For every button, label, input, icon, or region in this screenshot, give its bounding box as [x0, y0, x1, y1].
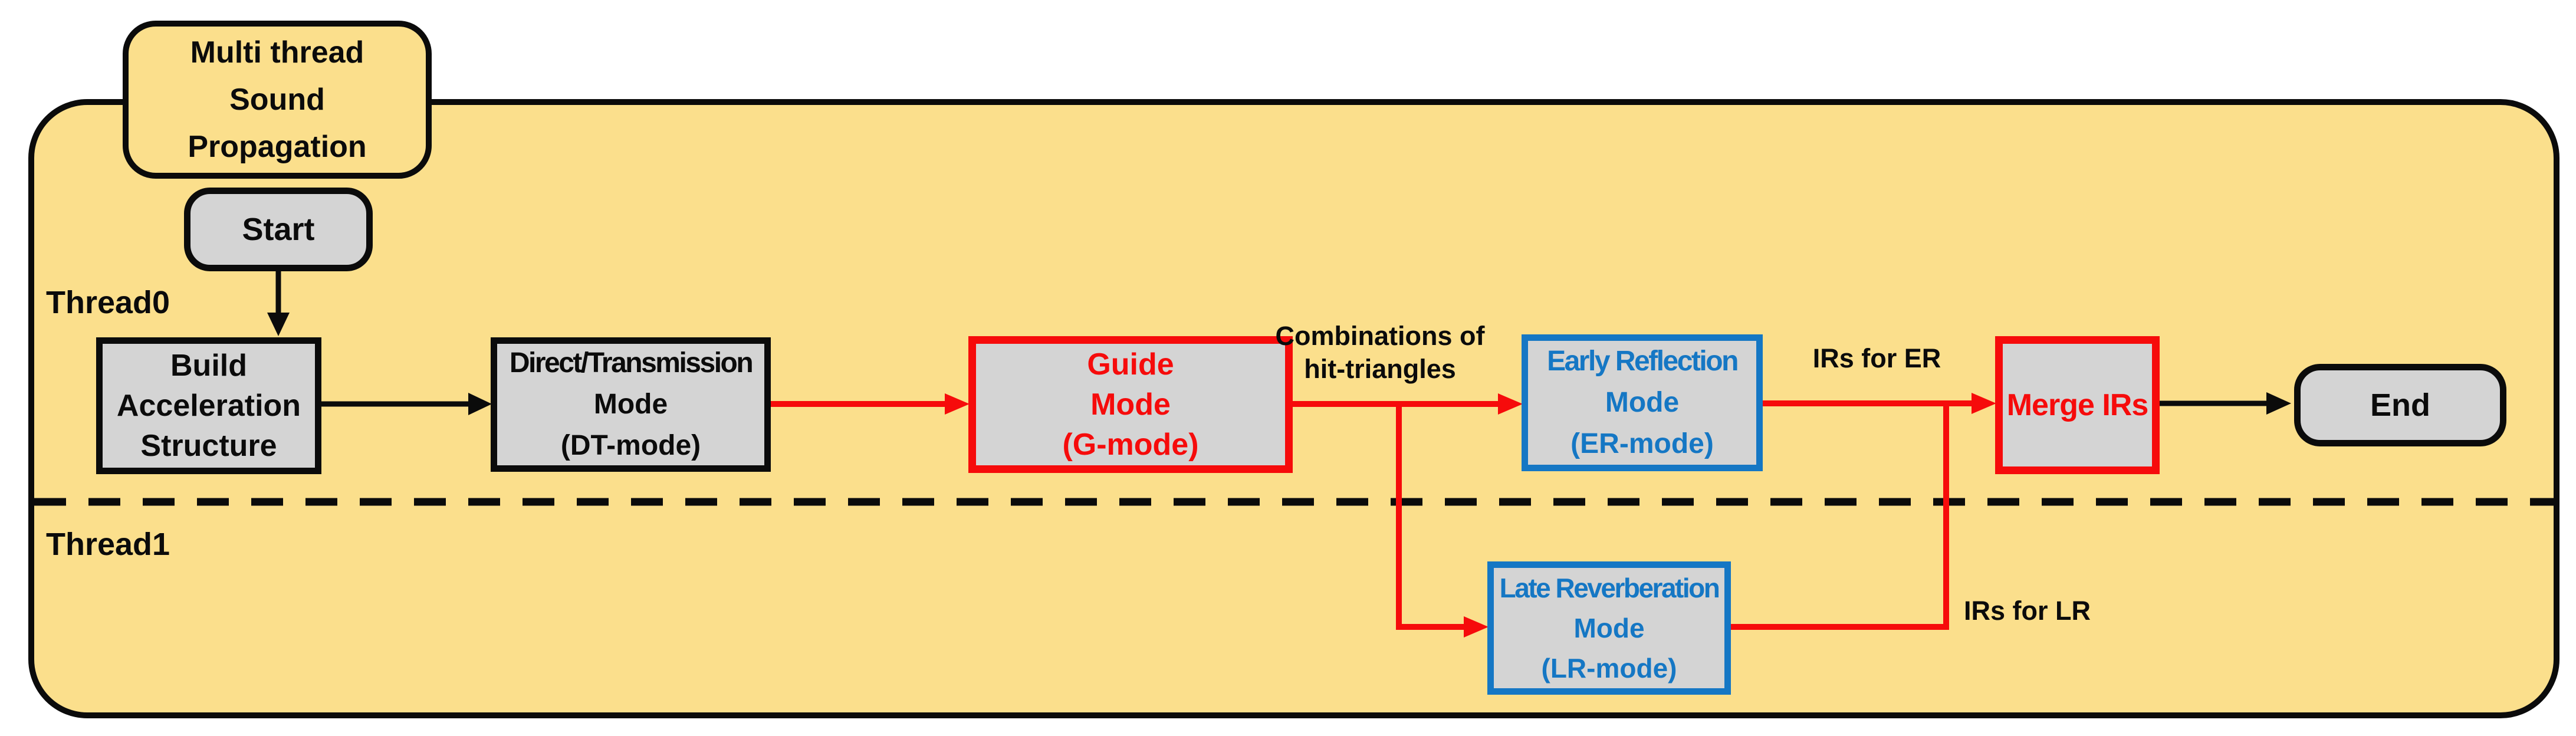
title-line: Multi thread	[190, 35, 364, 70]
edge-label-line: Combinations of	[1275, 321, 1485, 351]
node-line: (LR-mode)	[1541, 653, 1677, 684]
node-line: (ER-mode)	[1570, 428, 1714, 459]
irs-for-er-label: IRs for ER	[1812, 343, 1941, 373]
node-line: Start	[242, 212, 315, 247]
arrowhead	[1498, 393, 1523, 415]
edge-line	[1396, 404, 1465, 630]
node-line: Mode	[593, 389, 668, 420]
node-line: (DT-mode)	[560, 430, 701, 461]
edge-build-dt	[321, 393, 492, 415]
combinations-label: Combinations of hit-triangles	[1262, 320, 1498, 386]
node-line: Late Reverberation	[1499, 573, 1720, 603]
node-start: Start	[184, 188, 373, 271]
node-line: Merge IRs	[2006, 388, 2149, 422]
arrowhead	[1464, 616, 1489, 638]
node-line: End	[2370, 387, 2430, 423]
node-build-acceleration-structure: Build Acceleration Structure	[96, 337, 321, 474]
arrowhead	[1972, 393, 1996, 414]
arrowhead	[945, 393, 970, 415]
edge-er-merge	[1763, 393, 1996, 414]
node-line: Mode	[1573, 613, 1645, 643]
node-guide-mode: Guide Mode (G-mode)	[968, 336, 1293, 473]
edge-guide-er	[1293, 393, 1523, 415]
node-line: Acceleration	[116, 389, 301, 423]
irs-for-lr-label: IRs for LR	[1964, 596, 2091, 626]
edge-line	[1731, 403, 1949, 630]
node-line: Direct/Transmission	[509, 347, 754, 379]
node-line: (G-mode)	[1062, 428, 1199, 462]
arrowhead	[2266, 392, 2291, 415]
thread0-label: Thread0	[46, 285, 170, 320]
arrowhead	[468, 393, 492, 415]
thread1-label: Thread1	[46, 527, 170, 562]
node-end: End	[2294, 364, 2506, 446]
node-line: Early Reflection	[1547, 346, 1739, 377]
edge-merge-end	[2160, 392, 2291, 415]
title-line: Sound	[229, 83, 325, 117]
title-line: Propagation	[188, 130, 367, 164]
edge-start-build	[267, 270, 290, 336]
node-line: Build	[170, 349, 247, 383]
node-line: Mode	[1605, 387, 1680, 418]
edge-lr-merge	[1731, 403, 1949, 630]
arrowhead	[267, 313, 290, 336]
node-late-reverberation-mode: Late Reverberation Mode (LR-mode)	[1487, 561, 1731, 695]
edge-guide-lr-branch	[1396, 404, 1489, 638]
node-early-reflection-mode: Early Reflection Mode (ER-mode)	[1522, 334, 1763, 471]
edge-label-line: hit-triangles	[1304, 354, 1456, 384]
node-line: Mode	[1090, 387, 1171, 422]
diagram-title-box: Multi thread Sound Propagation	[123, 21, 432, 179]
node-merge-irs: Merge IRs	[1995, 336, 2160, 474]
node-line: Structure	[140, 429, 277, 463]
edge-dt-guide	[771, 393, 970, 415]
node-direct-transmission-mode: Direct/Transmission Mode (DT-mode)	[491, 337, 771, 472]
node-line: Guide	[1087, 347, 1174, 382]
